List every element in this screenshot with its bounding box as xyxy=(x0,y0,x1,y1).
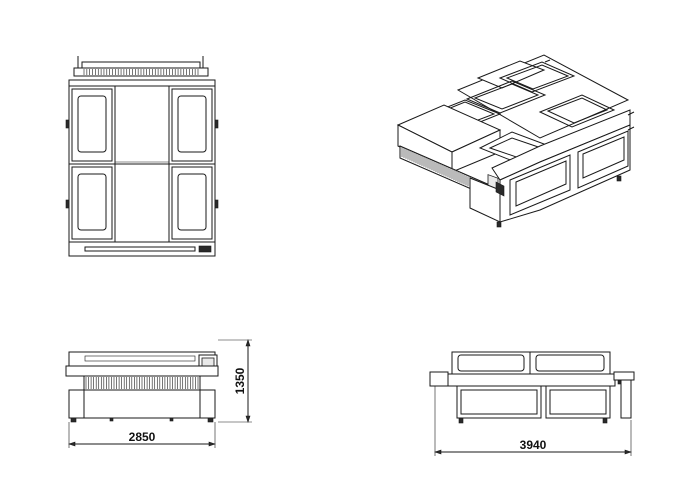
dimension-width-front-label: 2850 xyxy=(129,430,156,444)
side-view xyxy=(429,351,635,424)
dimension-width-side-label: 3940 xyxy=(520,438,547,452)
dimension-height-label: 1350 xyxy=(233,367,247,394)
top-view xyxy=(65,56,219,257)
front-view xyxy=(65,351,219,423)
dimension-side-width: 3940 xyxy=(434,386,632,456)
dimension-height: 1350 xyxy=(218,339,252,423)
isometric-view xyxy=(396,54,635,228)
dimension-front-width: 2850 xyxy=(68,422,216,448)
